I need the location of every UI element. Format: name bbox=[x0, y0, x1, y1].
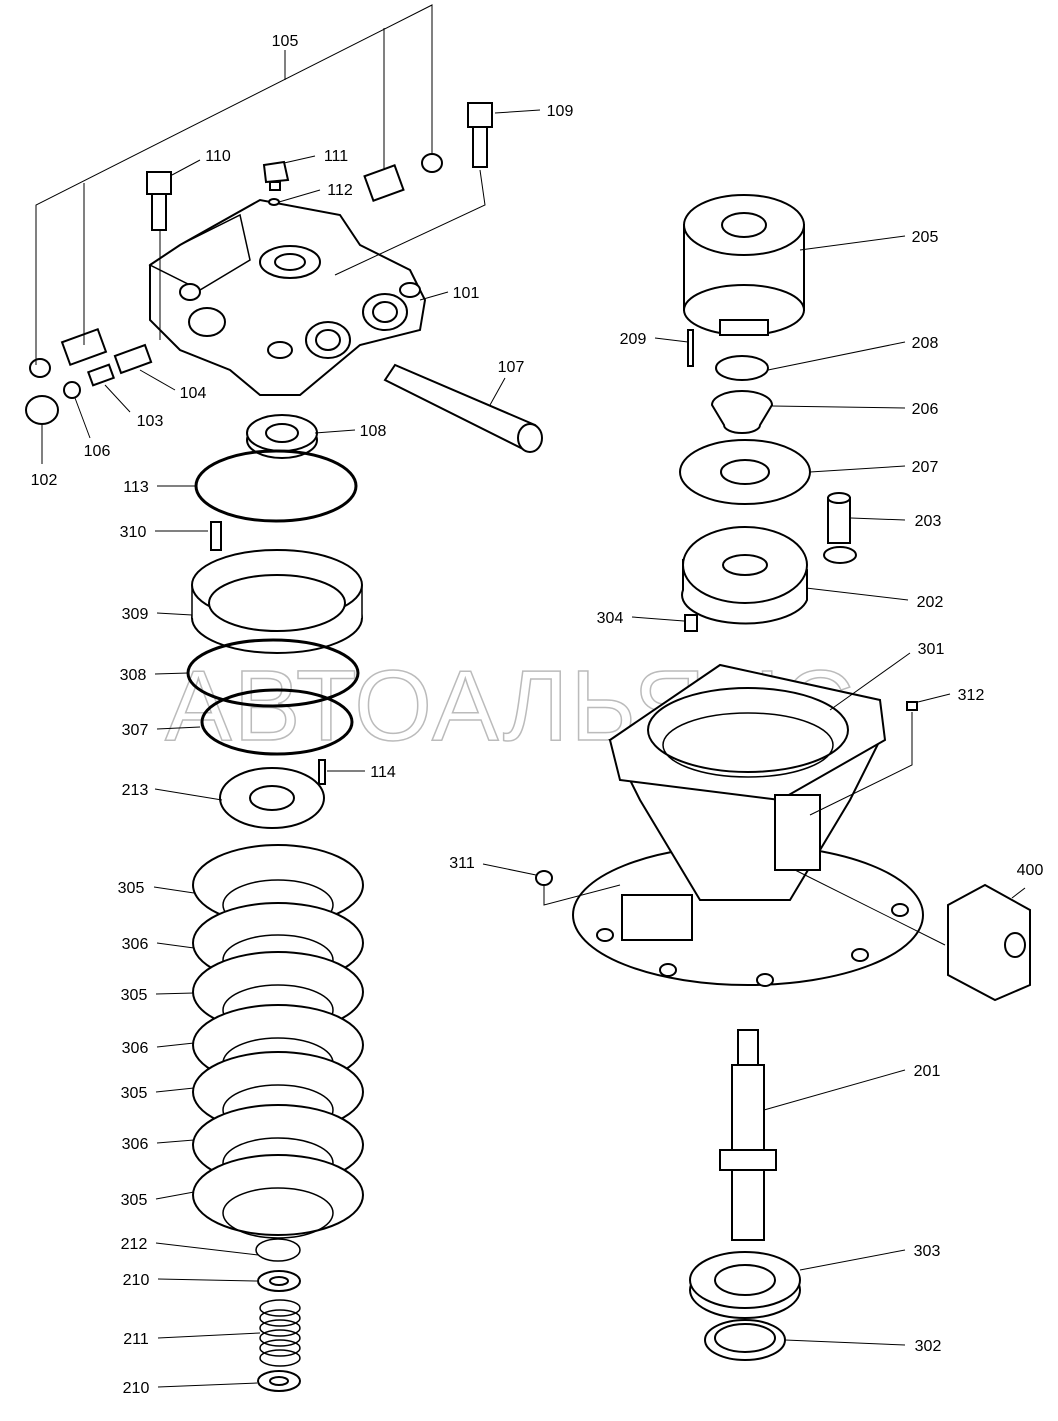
part-104-poppet bbox=[113, 343, 153, 375]
part-307-oring bbox=[200, 688, 354, 756]
part-311-plug bbox=[535, 870, 553, 886]
label-207: 207 bbox=[912, 459, 939, 476]
label-312: 312 bbox=[958, 687, 985, 704]
label-212: 212 bbox=[121, 1236, 148, 1253]
label-306: 306 bbox=[122, 936, 149, 953]
label-111: 111 bbox=[324, 148, 348, 165]
part-209-pin bbox=[687, 329, 694, 367]
part-208-ring bbox=[715, 355, 769, 381]
part-207-retainer-plate bbox=[679, 439, 811, 505]
part-206-spherical-bushing bbox=[710, 390, 774, 434]
label-105: 105 bbox=[272, 33, 299, 50]
label-202: 202 bbox=[917, 594, 944, 611]
brake-discs bbox=[192, 844, 364, 1239]
part-113-oring bbox=[194, 449, 358, 523]
label-113: 113 bbox=[123, 479, 149, 496]
label-112: 112 bbox=[327, 182, 353, 199]
label-301: 301 bbox=[918, 641, 945, 658]
label-308: 308 bbox=[120, 667, 147, 684]
part-302-oil-seal bbox=[704, 1319, 786, 1361]
label-303: 303 bbox=[914, 1243, 941, 1260]
part-109-bolt bbox=[467, 102, 493, 168]
part-310-plug bbox=[210, 521, 222, 551]
part-312-plug bbox=[906, 701, 918, 711]
label-108: 108 bbox=[360, 423, 387, 440]
label-305: 305 bbox=[121, 1085, 148, 1102]
label-306: 306 bbox=[122, 1136, 149, 1153]
part-106-oring bbox=[63, 381, 81, 399]
label-104: 104 bbox=[180, 385, 207, 402]
label-206: 206 bbox=[912, 401, 939, 418]
label-101: 101 bbox=[453, 285, 480, 302]
part-211-spring bbox=[259, 1299, 301, 1367]
label-114: 114 bbox=[370, 764, 396, 781]
label-210: 210 bbox=[123, 1380, 150, 1397]
part-105-plug-set bbox=[29, 153, 443, 378]
part-205-cylinder-block bbox=[683, 194, 805, 336]
part-301-housing bbox=[572, 663, 924, 987]
label-102: 102 bbox=[31, 472, 58, 489]
part-400-valve bbox=[947, 883, 1031, 1002]
part-304-pin bbox=[684, 614, 698, 632]
label-306: 306 bbox=[122, 1040, 149, 1057]
label-203: 203 bbox=[915, 513, 942, 530]
label-109: 109 bbox=[547, 103, 574, 120]
label-213: 213 bbox=[122, 782, 149, 799]
label-304: 304 bbox=[597, 610, 624, 627]
label-309: 309 bbox=[122, 606, 149, 623]
part-305-friction-plate bbox=[192, 1154, 364, 1236]
part-212-snap-ring bbox=[255, 1238, 301, 1262]
label-305: 305 bbox=[121, 1192, 148, 1209]
label-305: 305 bbox=[118, 880, 145, 897]
part-303-bearing bbox=[689, 1251, 801, 1319]
label-107: 107 bbox=[498, 359, 525, 376]
part-102-plug bbox=[25, 395, 59, 425]
part-114-pin bbox=[318, 759, 326, 785]
part-107-relief-valve bbox=[383, 363, 543, 453]
label-311: 311 bbox=[449, 855, 475, 872]
label-209: 209 bbox=[620, 331, 647, 348]
label-210: 210 bbox=[123, 1272, 150, 1289]
part-101-valve-body bbox=[148, 198, 427, 396]
label-307: 307 bbox=[122, 722, 149, 739]
label-103: 103 bbox=[137, 413, 164, 430]
part-108-bearing bbox=[246, 414, 318, 459]
part-213-valve-plate bbox=[219, 767, 325, 829]
part-203-piston bbox=[823, 492, 857, 564]
leader-lines bbox=[35, 4, 1026, 1388]
part-103-spring bbox=[86, 363, 116, 387]
label-110: 110 bbox=[205, 148, 231, 165]
part-202-swash-plate bbox=[681, 526, 808, 625]
part-labels: 105 109 110 111 112 101 107 104 103 106 … bbox=[31, 33, 1044, 1397]
part-309-brake-piston bbox=[191, 549, 363, 654]
label-205: 205 bbox=[912, 229, 939, 246]
label-201: 201 bbox=[914, 1063, 941, 1080]
label-208: 208 bbox=[912, 335, 939, 352]
label-400: 400 bbox=[1017, 862, 1044, 879]
part-111-plug bbox=[262, 160, 290, 191]
label-106: 106 bbox=[84, 443, 111, 460]
part-112-oring bbox=[268, 198, 280, 206]
part-210-washer bbox=[257, 1270, 301, 1292]
label-302: 302 bbox=[915, 1338, 942, 1355]
label-310: 310 bbox=[120, 524, 147, 541]
part-110-bolt bbox=[146, 171, 172, 231]
label-211: 211 bbox=[123, 1331, 149, 1348]
part-210-washer bbox=[257, 1370, 301, 1392]
label-305: 305 bbox=[121, 987, 148, 1004]
part-201-shaft bbox=[719, 1029, 777, 1241]
